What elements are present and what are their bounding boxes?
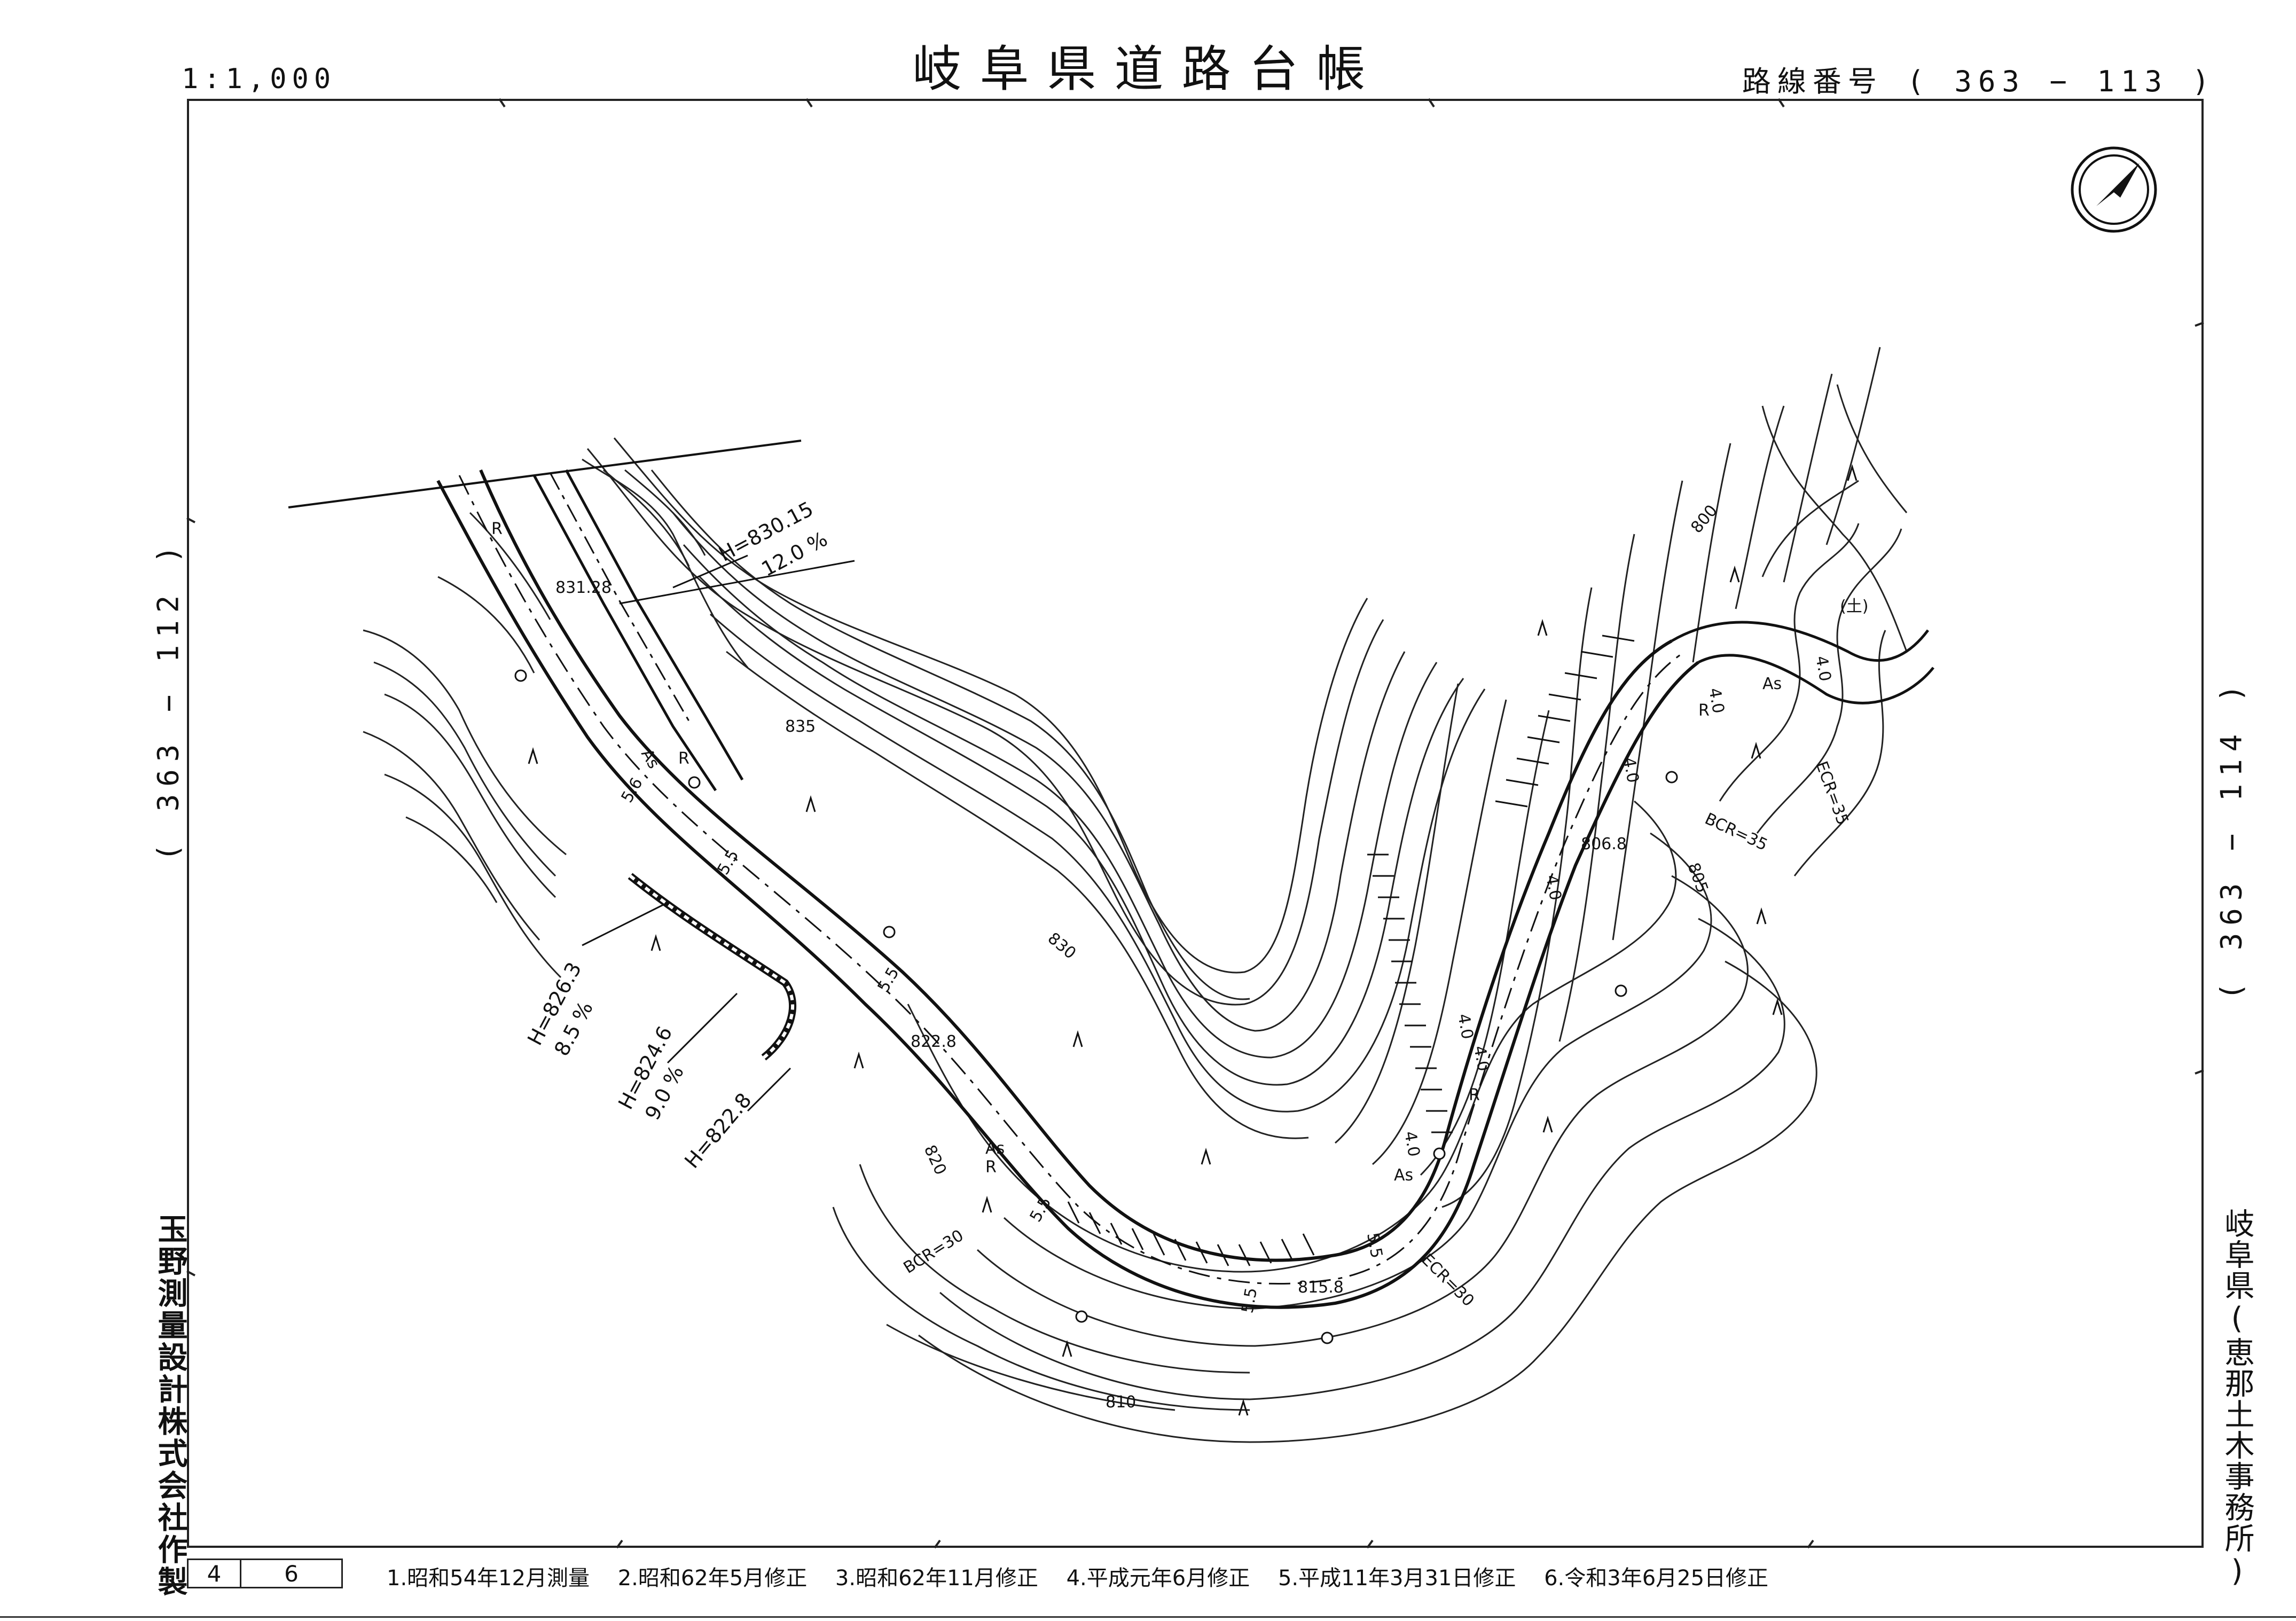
maker-label: 玉野測量設計株式会社作製 (153, 1213, 187, 1598)
contour-label-835: 835 (785, 717, 816, 736)
surface-label-3: As (1394, 1166, 1413, 1185)
width-label-9: 4.0 (1470, 1044, 1493, 1072)
contour-label-805: 805 (1683, 860, 1711, 896)
surface-r-label-3: R (985, 1158, 997, 1177)
map-frame (187, 99, 2204, 1548)
route-number: 路線番号 ( 363 − 113 ) (1742, 65, 2216, 98)
frame-ticks (186, 98, 2204, 1549)
utility-markers (514, 669, 1678, 1344)
vegetation-icon (528, 464, 1858, 1416)
contour-lines (586, 347, 1881, 1208)
retaining-wall (628, 873, 796, 1061)
sheet-count: 6 (284, 1560, 299, 1587)
width-label-8: 4.0 (1454, 1012, 1477, 1040)
leader-lines (582, 554, 792, 1112)
sheet-box: 4 6 (187, 1559, 343, 1588)
contour-label-800: 800 (1687, 502, 1721, 537)
width-label-4: 5.5 (1026, 1194, 1055, 1225)
spot-elevation-2: 822.8 (911, 1032, 957, 1051)
history-item: 3.昭和62年11月修正 (835, 1566, 1038, 1591)
width-label-10: 4.0 (1542, 873, 1565, 902)
contour-lines-lower (832, 384, 1908, 1443)
width-label-6: 5.5 (1363, 1231, 1386, 1259)
slope-hatching (1067, 635, 1635, 1266)
height-label-3: H=822.8 (680, 1089, 756, 1173)
width-label-12: 4.0 (1705, 686, 1728, 715)
history-item: 2.昭和62年5月修正 (617, 1566, 808, 1591)
surface-label-4: As (1762, 675, 1782, 693)
surface-r-label: R (491, 520, 503, 538)
spot-elevation: 831.28 (555, 578, 612, 597)
contour-lines-upper (363, 458, 749, 978)
width-label-13: 4.0 (1812, 654, 1835, 683)
soil-label: (土) (1840, 597, 1868, 616)
revision-history: 1.昭和54年12月測量 2.昭和62年5月修正 3.昭和62年11月修正 4.… (387, 1561, 1790, 1592)
surface-r-label-4: R (1469, 1086, 1480, 1105)
north-arrow-icon (2071, 146, 2157, 233)
surface-r-label-5: R (1698, 701, 1710, 720)
surface-label: As (637, 746, 663, 772)
width-label-5: 5.5 (1238, 1286, 1261, 1314)
width-label-7: 4.0 (1400, 1130, 1423, 1158)
office-label: 岐阜県(恵那土木事務所) (2220, 1208, 2254, 1589)
history-item: 4.平成元年6月修正 (1066, 1566, 1250, 1591)
spot-elevation-4: 815.8 (1298, 1278, 1344, 1297)
contour-label-830: 830 (1044, 929, 1079, 963)
history-item: 1.昭和54年12月測量 (387, 1566, 590, 1591)
road-lines (436, 469, 1934, 1309)
curve-begin-label-2: BCR=35 (1702, 810, 1770, 855)
width-label-11: 4.0 (1619, 756, 1642, 784)
upper-road (288, 440, 855, 792)
sheet-number: 4 (189, 1560, 241, 1587)
history-item: 5.平成11年3月31日修正 (1278, 1566, 1516, 1591)
curve-end-label-2: ECR=35 (1812, 759, 1852, 828)
page-title: 岐阜県道路台帳 (912, 41, 1384, 98)
surface-r-label-2: R (678, 749, 689, 768)
contour-label-820: 820 (920, 1142, 950, 1178)
surface-label-2: As (985, 1139, 1005, 1158)
contour-label-810: 810 (1106, 1393, 1136, 1412)
scale-label: 1:1,000 (182, 63, 336, 95)
history-item: 6.令和3年6月25日修正 (1544, 1566, 1769, 1591)
page-bottom-line (0, 1616, 2296, 1618)
spot-elevation-3: 806.8 (1581, 835, 1627, 853)
